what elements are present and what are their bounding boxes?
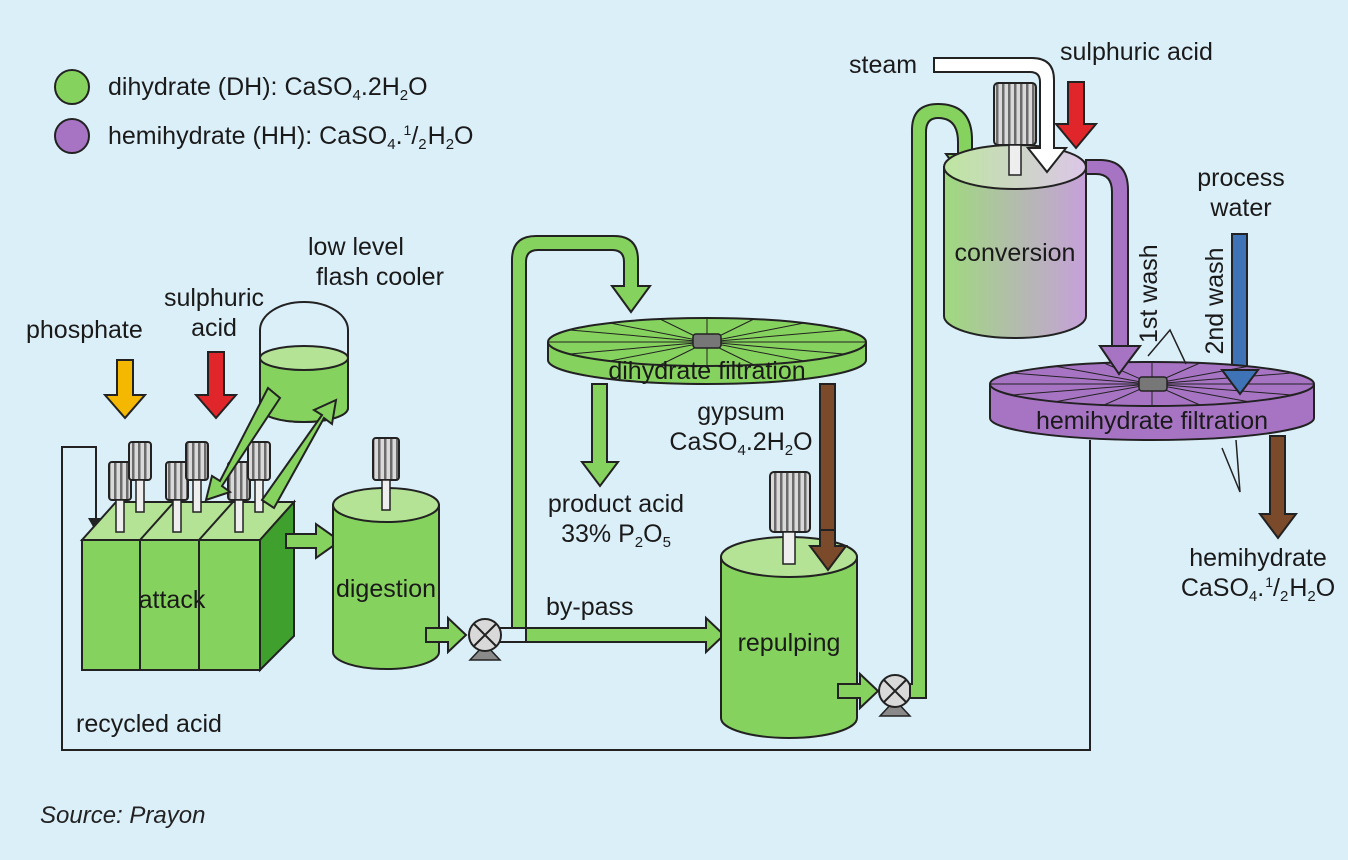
attack-to-digestion-arrow [285,522,342,560]
dihydrate-filter [547,317,867,385]
repulping-motor [769,471,811,565]
attack-motor [108,461,132,533]
product-acid-label: product acid 33% P2O5 [547,490,685,551]
attack-motor [185,441,209,513]
gypsum-label: gypsum CaSO4.2H2O [669,398,813,459]
steam-arrow [933,57,1069,174]
attack-tank [79,499,297,673]
conversion-motor [993,82,1037,176]
first-wash-label: 1st wash [1135,244,1163,343]
dihydrate-filtration-label: dihydrate filtration [608,357,806,385]
digestion-label: digestion [335,575,437,603]
hemihydrate-product-label: hemihydrate CaSO4.1/2H2O [1180,544,1336,605]
second-wash-label: 2nd wash [1201,247,1229,355]
wash-pointer-lines [1147,328,1187,365]
pump-1 [468,618,502,661]
sulphuric-acid-top-arrow [1053,81,1099,150]
cooler-feed-arrow [260,398,338,510]
legend-dihydrate-label: dihydrate (DH): CaSO4.2H2O [108,73,428,104]
phosphate-arrow [102,359,148,420]
digestion-tank [332,487,440,670]
legend-hemihydrate-swatch [54,118,90,154]
phosphate-label: phosphate [26,316,143,344]
cake-pointer-lines [1221,439,1241,493]
attack-motor [247,441,271,513]
attack-motor [165,461,189,533]
sulphuric-acid-arrow [193,351,239,420]
process-water-arrowhead [1220,369,1260,396]
digestion-outlet-arrow [425,615,468,655]
hemihydrate-product-arrow [1258,435,1298,540]
attack-motor [128,441,152,513]
repulping-outlet-arrow [837,671,880,711]
cooler-return-arrow [204,386,282,502]
hemihydrate-feed-arrowhead [1098,345,1142,376]
product-acid-arrow [580,383,620,488]
legend-dihydrate-swatch [54,69,90,105]
conversion-label: conversion [954,239,1076,267]
hemihydrate-filtration-label: hemihydrate filtration [1035,407,1269,435]
pump-2 [878,674,912,717]
attack-motor [227,461,251,533]
hemihydrate-feed-pipe [1085,159,1142,376]
attack-label: attack [138,586,206,614]
by-pass-pipe [500,615,726,655]
recycled-acid-line [61,440,1091,751]
repulping-label: repulping [737,629,841,657]
recycled-acid-label: recycled acid [76,710,222,738]
sulphuric-acid-top-label: sulphuric acid [1060,38,1213,66]
dihydrate-feed-pipe [500,235,652,629]
gypsum-arrow-head [808,529,848,572]
legend-hemihydrate-label: hemihydrate (HH): CaSO4.1/2H2O [108,122,474,153]
by-pass-label: by-pass [546,593,634,621]
steam-label: steam [849,51,918,79]
source-caption: Source: Prayon [40,802,206,829]
digestion-motor [372,437,400,511]
